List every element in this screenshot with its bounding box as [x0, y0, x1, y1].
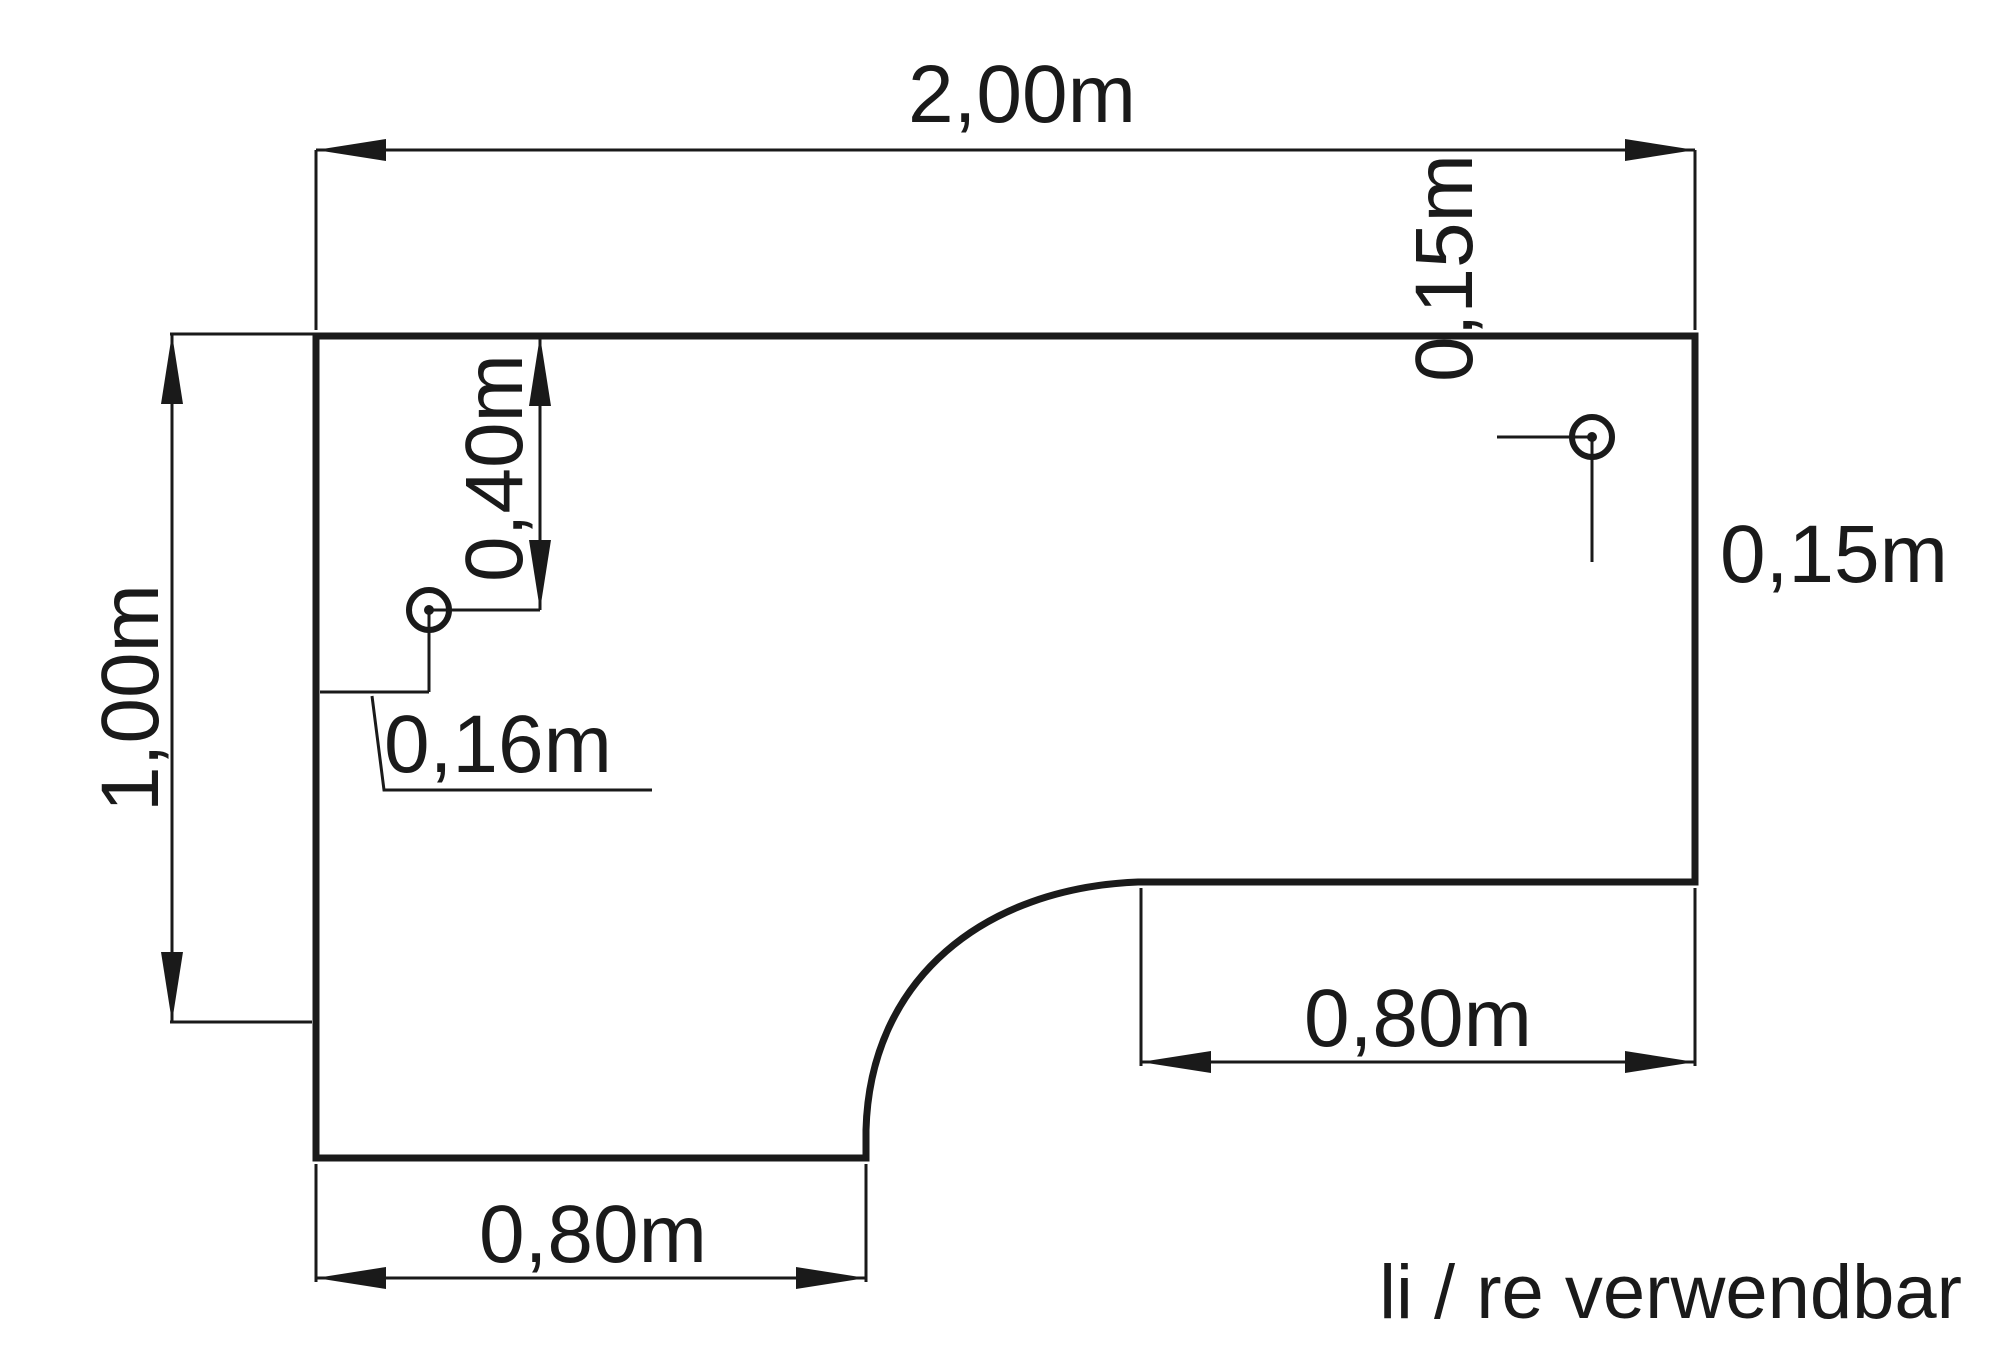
desk-outline: [312, 332, 1699, 1162]
left-height-dimension: 1,00m: [85, 332, 316, 1024]
top-width-label: 2,00m: [908, 49, 1136, 140]
top-width-dimension: 2,00m: [314, 49, 1697, 330]
right-hole-x-offset-label: 0,15m: [1720, 509, 1948, 600]
left-hole-y-offset-label: 0,40m: [449, 354, 540, 582]
right-cable-hole-group: 0,15m 0,15m: [1399, 154, 1948, 600]
bottom-right-width-dimension: 0,80m: [1139, 888, 1697, 1073]
bottom-right-width-label: 0,80m: [1304, 973, 1532, 1064]
left-hole-x-offset-label: 0,16m: [384, 699, 612, 790]
usage-note: li / re verwendbar: [1379, 1250, 1962, 1335]
left-height-label: 1,00m: [85, 584, 176, 812]
left-cable-hole-group: 0,40m 0,16m: [320, 336, 652, 792]
bottom-left-width-label: 0,80m: [479, 1189, 707, 1280]
bottom-left-width-dimension: 0,80m: [314, 1164, 868, 1289]
right-hole-y-offset-label: 0,15m: [1399, 154, 1490, 382]
